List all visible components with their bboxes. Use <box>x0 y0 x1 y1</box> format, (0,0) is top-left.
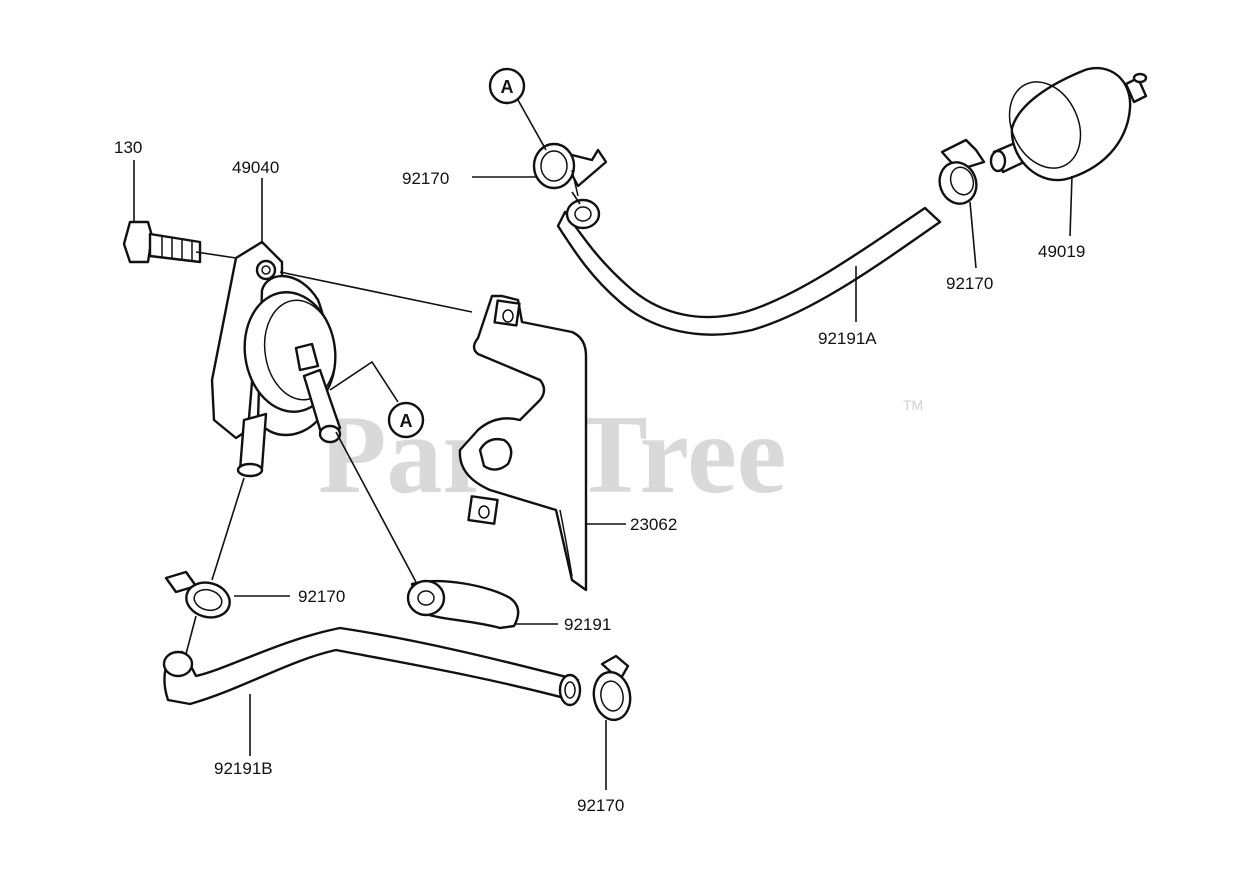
hose-92191 <box>406 579 520 630</box>
bolt-130 <box>122 220 202 264</box>
svg-text:A: A <box>400 411 413 431</box>
label-92170-bottom: 92170 <box>577 796 624 815</box>
label-23062: 23062 <box>630 515 677 534</box>
clamp-92170-filter <box>938 138 986 205</box>
label-130: 130 <box>114 138 142 157</box>
label-92191: 92191 <box>564 615 611 634</box>
svg-text:A: A <box>501 77 514 97</box>
bracket-23062 <box>458 294 588 592</box>
fuel-pump-49040 <box>210 240 342 478</box>
fuel-filter-49019 <box>989 66 1148 182</box>
label-leaders <box>133 160 1073 790</box>
label-92170-filter: 92170 <box>946 274 993 293</box>
clamp-92170-top <box>532 142 608 197</box>
watermark-trademark: TM <box>903 397 923 413</box>
label-92170-left: 92170 <box>298 587 345 606</box>
label-92191b: 92191B <box>214 759 273 778</box>
clamp-92170-bottom <box>592 654 632 722</box>
label-49019: 49019 <box>1038 242 1085 261</box>
hose-92191a <box>556 198 942 336</box>
label-92170-top: 92170 <box>402 169 449 188</box>
callout-a-pump: A <box>329 360 425 439</box>
label-49040: 49040 <box>232 158 279 177</box>
callout-a-top: A <box>488 67 547 151</box>
clamp-92170-left <box>164 570 231 619</box>
label-92191a: 92191A <box>818 329 877 348</box>
hose-92191b <box>162 626 582 707</box>
connection-lines <box>185 191 581 655</box>
